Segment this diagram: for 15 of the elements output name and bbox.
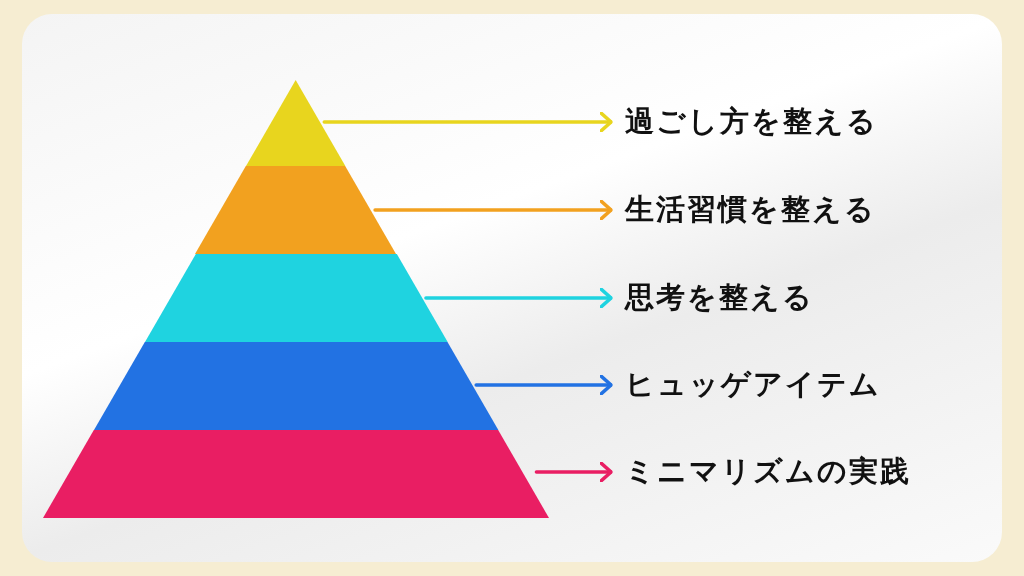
pyramid-segment <box>144 254 448 342</box>
level-label: ヒュッゲアイテム <box>625 364 881 404</box>
pyramid-segment <box>195 166 397 254</box>
arrow <box>474 374 613 396</box>
arrow <box>373 199 613 221</box>
level-label: 生活習慣を整える <box>625 189 876 229</box>
level-label: 思考を整える <box>625 277 814 317</box>
arrow <box>424 287 613 309</box>
pyramid-top-segment <box>246 80 346 166</box>
arrow <box>322 111 613 133</box>
pyramid-segment <box>93 342 499 430</box>
level-label: ミニマリズムの実践 <box>625 451 911 491</box>
pyramid-segment <box>43 430 549 518</box>
level-label: 過ごし方を整える <box>625 101 878 141</box>
arrow <box>534 461 613 483</box>
